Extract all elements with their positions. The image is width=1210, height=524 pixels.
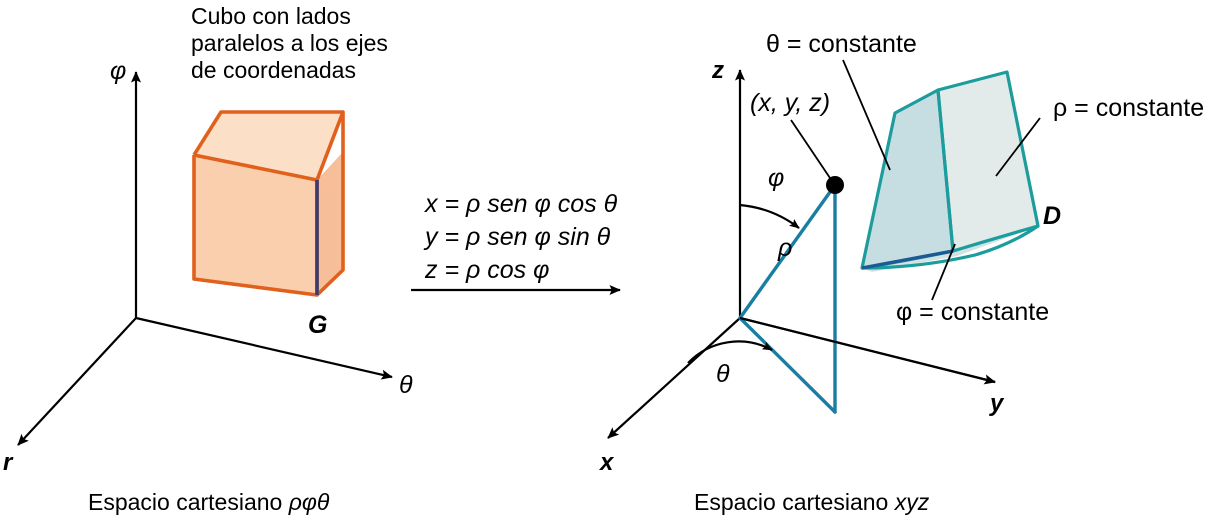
left-panel: Cubo con lados paralelos a los ejes de c… <box>3 3 413 515</box>
theta-axis-line <box>135 316 393 380</box>
shell-edge-bottom-front <box>861 249 954 270</box>
projection-helper-line <box>739 316 996 384</box>
phi-angle-arc <box>739 203 800 229</box>
right-caption-text: Espacio cartesiano <box>694 489 895 515</box>
equation-x: x = ρ sen φ cos θ <box>424 190 618 218</box>
cube-edge-side <box>315 112 345 297</box>
point-coordinates-label: (x, y, z) <box>750 89 830 117</box>
cube-solid-G <box>192 110 345 297</box>
right-caption-symbols: xyz <box>894 489 930 515</box>
cube-label-G: G <box>308 311 327 339</box>
point-label-leader <box>790 119 831 179</box>
phi-axis-label: φ <box>110 57 126 85</box>
x-axis-line <box>607 317 741 439</box>
left-axes <box>17 71 393 446</box>
rho-ray <box>738 183 837 320</box>
rho-constant-label: ρ = constante <box>1053 94 1204 122</box>
cube-face-top <box>194 112 343 180</box>
left-caption-text: Espacio cartesiano <box>88 489 289 515</box>
right-panel: z y x (x, y, z) ρ φ θ D θ = constante ρ … <box>598 30 1204 515</box>
left-caption-symbols: ρφθ <box>288 489 330 515</box>
r-axis-line <box>17 317 137 446</box>
cube-face-front <box>194 155 317 295</box>
y-axis-label: y <box>989 390 1005 417</box>
phi-angle-label: φ <box>768 164 784 192</box>
right-caption: Espacio cartesiano xyz <box>694 489 930 515</box>
xy-projection-line <box>738 316 837 414</box>
shell-solid-D <box>860 70 1040 272</box>
theta-constant-label: θ = constante <box>766 30 917 58</box>
theta-angle-label: θ <box>716 360 730 388</box>
z-axis-label: z <box>711 57 724 84</box>
point-marker <box>826 176 844 194</box>
x-axis-label: x <box>598 449 615 476</box>
shell-outline-bottom <box>861 224 1039 270</box>
cube-face-side <box>317 152 343 295</box>
equation-y: y = ρ sen φ sin θ <box>423 223 611 251</box>
rho-constant-leader <box>995 117 1041 177</box>
transform-block: x = ρ sen φ cos θ y = ρ sen φ sin θ z = … <box>411 190 621 296</box>
phi-constant-label: φ = constante <box>896 298 1049 326</box>
left-title-line-3: de coordenadas <box>191 57 356 83</box>
left-caption: Espacio cartesiano ρφθ <box>88 489 330 515</box>
shell-face-right <box>938 72 1038 251</box>
theta-constant-leader <box>842 59 891 171</box>
r-axis-label: r <box>3 449 14 476</box>
shell-face-left <box>862 90 953 268</box>
left-title-line-2: paralelos a los ejes <box>191 30 388 56</box>
theta-axis-label: θ <box>399 371 413 399</box>
shell-label-D: D <box>1043 202 1061 230</box>
theta-angle-arc <box>687 340 773 364</box>
phi-constant-leader <box>931 243 956 301</box>
left-title-line-1: Cubo con lados <box>191 3 351 29</box>
rho-length-label: ρ <box>777 234 792 262</box>
equation-z: z = ρ cos φ <box>424 256 549 284</box>
position-vector-group <box>738 176 996 414</box>
